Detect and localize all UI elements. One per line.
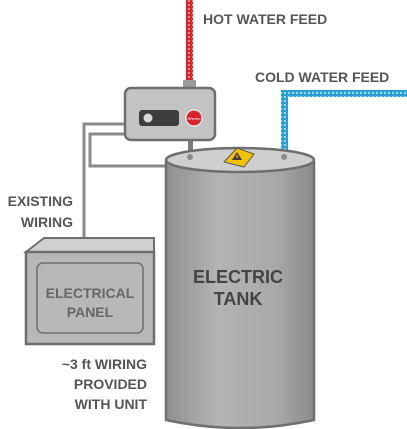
control-knob xyxy=(143,113,153,123)
hot-water-feed-label: HOT WATER FEED xyxy=(203,11,327,27)
panel-label-line1: ELECTRICAL xyxy=(46,285,135,301)
tankless-controller-unit: Rheem xyxy=(123,86,217,142)
electrical-panel xyxy=(23,237,156,346)
cold-water-pipe xyxy=(281,90,407,158)
hot-water-pipe xyxy=(183,0,196,90)
tank-label-line2: TANK xyxy=(214,289,263,309)
existing-wiring-label-line2: WIRING xyxy=(21,214,73,230)
panel-label-line2: PANEL xyxy=(67,304,114,320)
rheem-logo xyxy=(185,109,203,127)
wiring-note-line2: PROVIDED xyxy=(74,376,147,392)
cold-water-feed-label: COLD WATER FEED xyxy=(255,69,389,85)
controller-tank-connector xyxy=(188,138,193,158)
wiring-note-line3: WITH UNIT xyxy=(75,396,148,412)
electric-tank xyxy=(164,146,316,429)
tank-label-line1: ELECTRIC xyxy=(193,267,283,287)
wiring-note-line1: ~3 ft WIRING xyxy=(62,356,147,372)
warning-triangle-icon xyxy=(223,147,255,168)
existing-wiring xyxy=(82,122,125,250)
rheem-logo-text: Rheem xyxy=(188,116,202,121)
existing-wiring-label-line1: EXISTING xyxy=(8,193,73,209)
